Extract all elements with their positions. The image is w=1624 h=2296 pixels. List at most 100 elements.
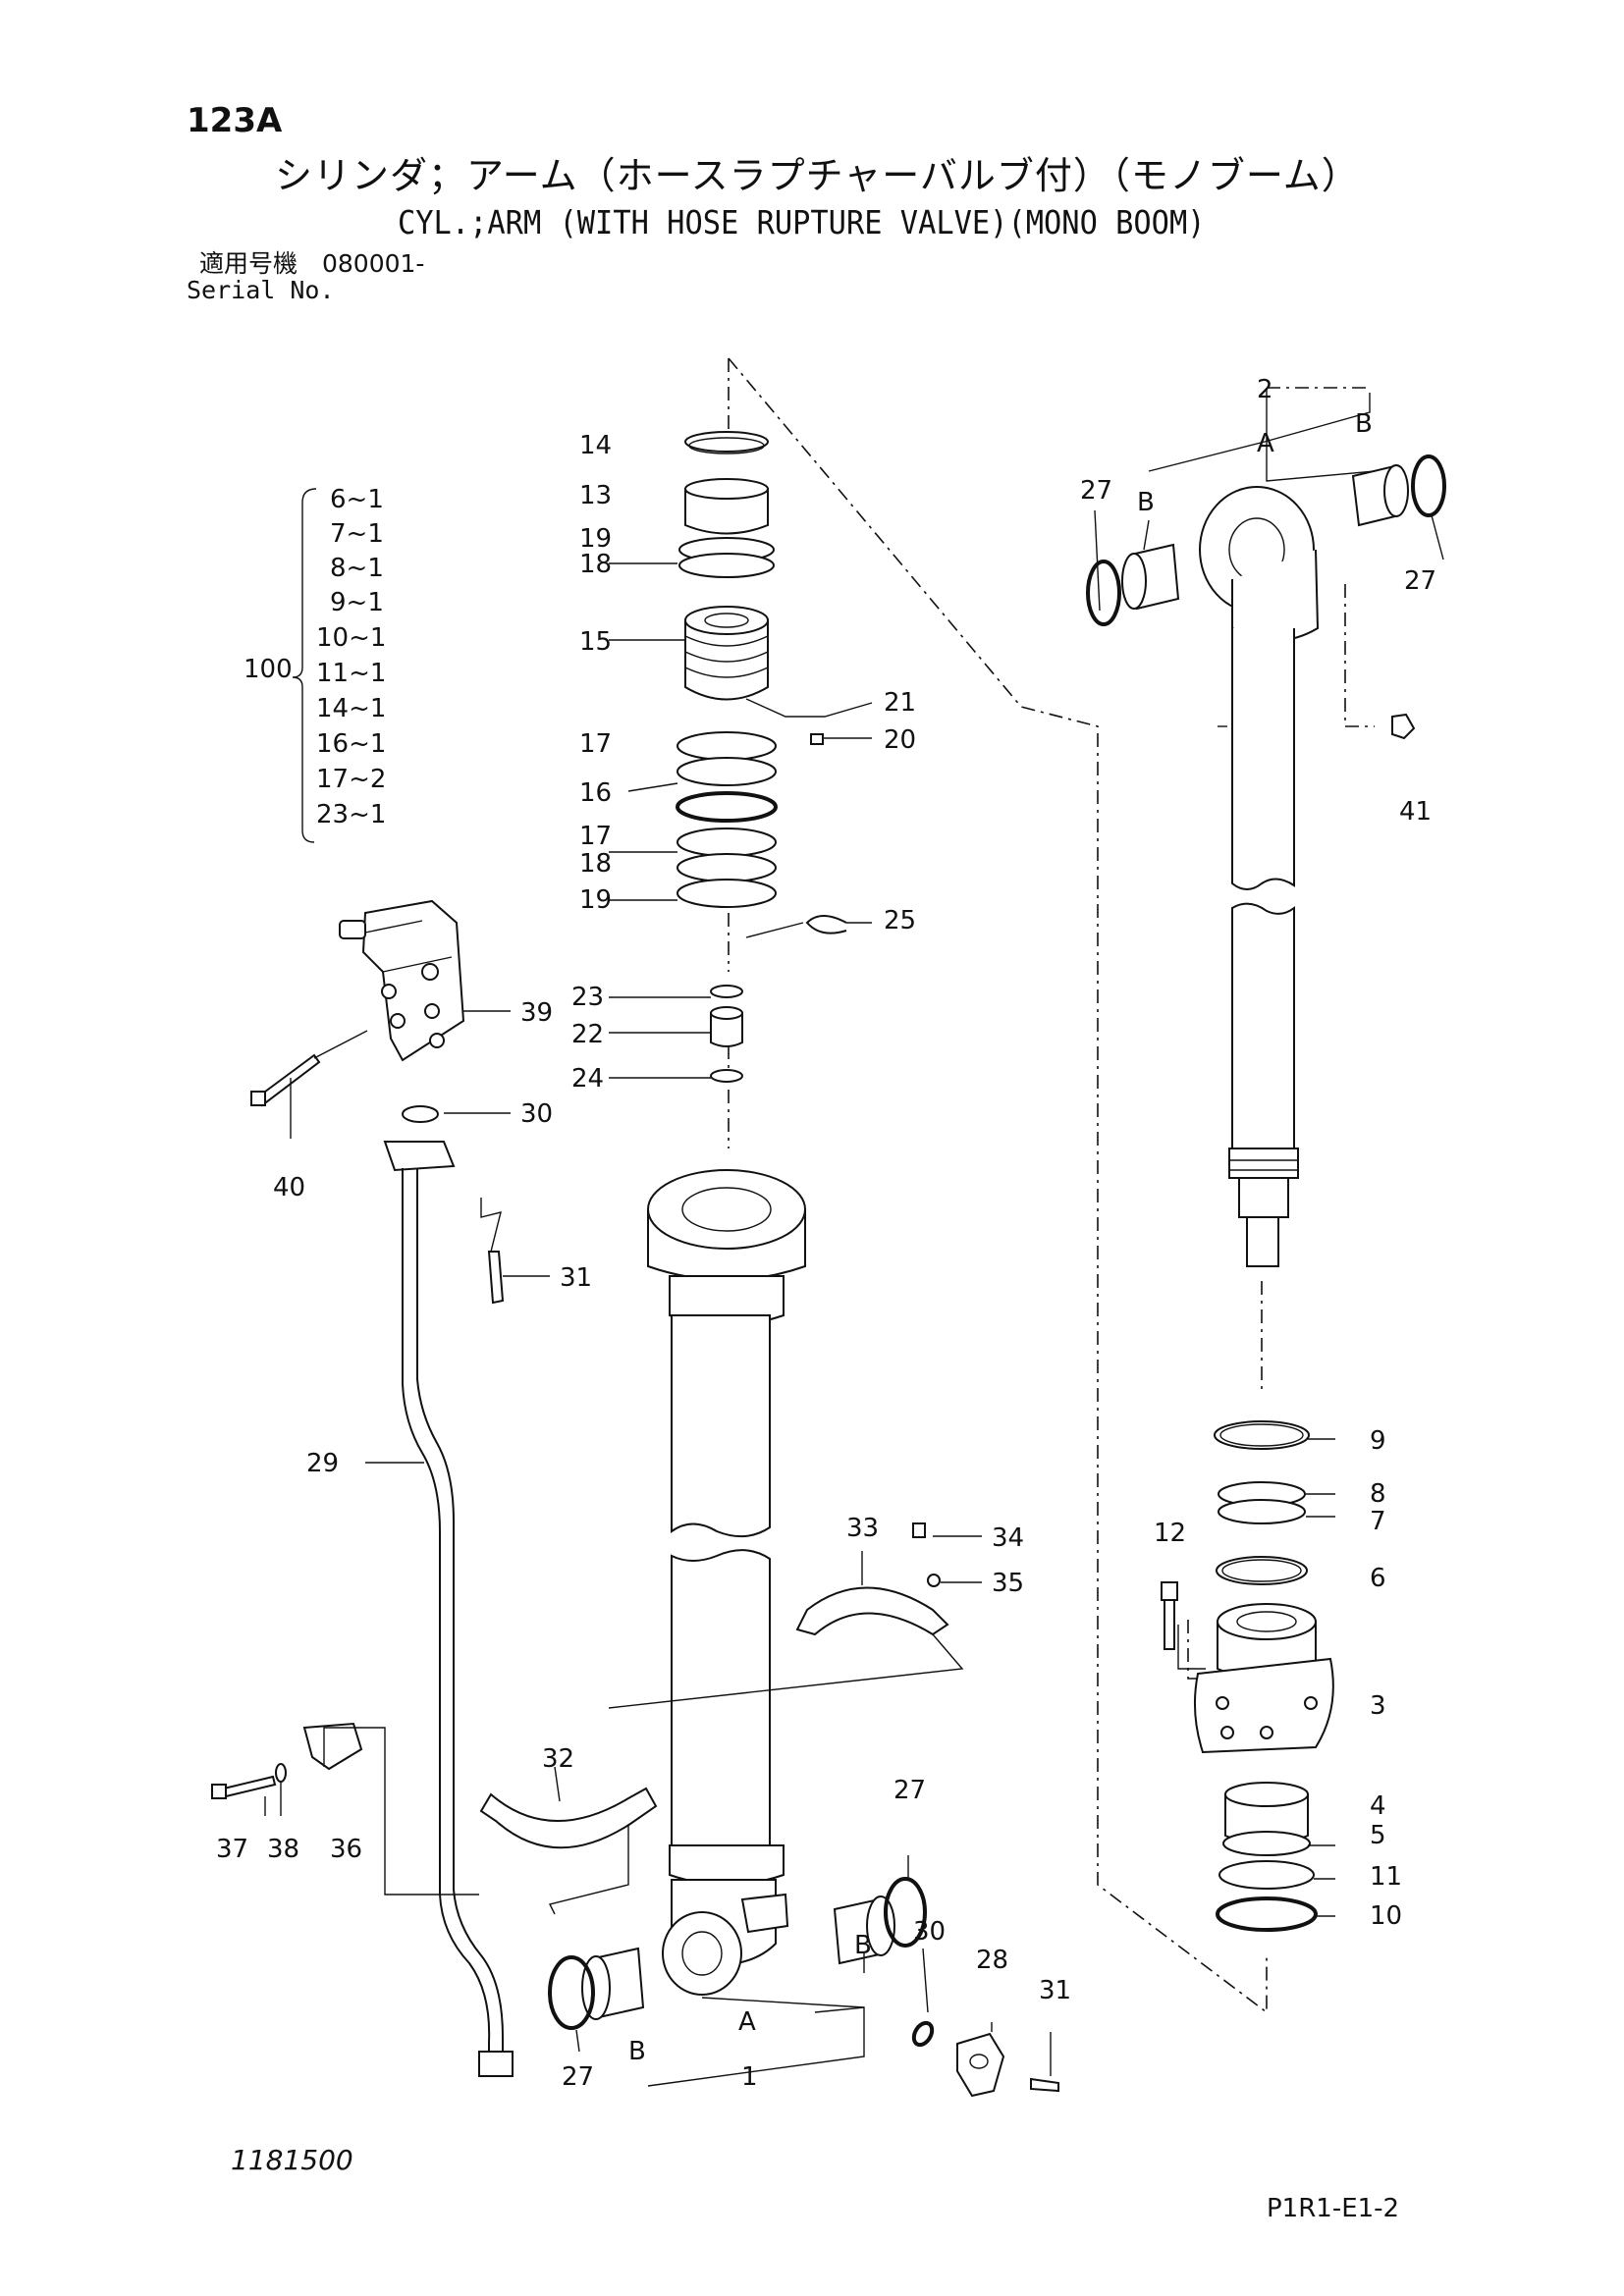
kit-item: 6~1 (330, 485, 384, 514)
bolt-40 (250, 1053, 321, 1107)
bushing-bottom-left (581, 1947, 645, 2020)
serial-label-japanese: 適用号機 080001- (199, 249, 425, 278)
clamp-32 (479, 1787, 658, 1849)
assembly-centerlines (728, 357, 1375, 2014)
ref-letter-a: A (1257, 429, 1274, 458)
ring-24 (710, 1069, 743, 1083)
serial-label-english: Serial No. (187, 276, 335, 304)
callout-23: 23 (571, 983, 604, 1012)
callout-9: 9 (1370, 1426, 1386, 1456)
callout-33: 33 (846, 1514, 879, 1543)
block-36 (302, 1722, 363, 1771)
kit-item: 8~1 (330, 554, 384, 583)
ring-23 (710, 985, 743, 998)
callout-30: 30 (520, 1099, 553, 1129)
ref-letter-a: A (738, 2007, 756, 2037)
page-number: 123A (187, 101, 283, 140)
ring-9 (1214, 1420, 1310, 1450)
seal-rings-17-16-19 (676, 731, 778, 908)
piston-15 (684, 606, 769, 701)
drawing-id: 1181500 (231, 2144, 353, 2176)
dust-seal-27-bottom-right (884, 1877, 927, 1948)
hose-rupture-valve-39 (339, 899, 465, 1062)
seal-kit-list: 100 6~1 7~1 8~1 9~1 10~1 11~1 14~1 16~1 … (244, 485, 386, 843)
callout-18: 18 (579, 849, 612, 879)
rings-19-18 (678, 537, 775, 578)
callout-17: 17 (579, 729, 612, 759)
callout-40: 40 (273, 1173, 305, 1202)
callout-35: 35 (992, 1569, 1024, 1598)
callout-19: 19 (579, 524, 612, 554)
cylinder-head-3 (1193, 1603, 1334, 1754)
callout-27: 27 (1404, 566, 1436, 596)
ref-letter-b: B (1355, 409, 1373, 439)
bushing-13 (684, 478, 769, 535)
title-japanese: シリンダ；アーム（ホースラプチャーバルブ付）（モノブーム） (275, 154, 1360, 197)
callout-27: 27 (893, 1776, 926, 1805)
rod-eye-2 (1199, 486, 1320, 642)
callout-38: 38 (267, 1835, 299, 1864)
callout-30: 30 (913, 1917, 946, 1947)
callout-19: 19 (579, 885, 612, 915)
dust-seal-27-rod-left (1086, 560, 1121, 626)
callout-27: 27 (1080, 476, 1112, 506)
ring-6 (1216, 1556, 1308, 1585)
callout-27: 27 (562, 2062, 594, 2092)
callout-28: 28 (976, 1946, 1008, 1975)
callout-6: 6 (1370, 1564, 1386, 1593)
cylinder-tube-1 (647, 1169, 806, 1996)
ref-letter-b: B (628, 2037, 646, 2066)
snap-ring-25 (805, 915, 847, 934)
callout-20: 20 (884, 725, 916, 755)
callout-41: 41 (1399, 797, 1432, 827)
callout-7: 7 (1370, 1507, 1386, 1536)
callout-36: 36 (330, 1835, 362, 1864)
callout-29: 29 (306, 1449, 339, 1478)
bushing-rod-left (1121, 543, 1180, 611)
callout-2: 2 (1257, 375, 1273, 404)
callout-21: 21 (884, 688, 916, 718)
callout-32: 32 (542, 1744, 574, 1774)
callout-24: 24 (571, 1064, 604, 1094)
cushion-bearing-22 (710, 1006, 743, 1047)
piston-rod (1228, 628, 1299, 1267)
callout-1: 1 (741, 2062, 758, 2092)
kit-item: 9~1 (330, 588, 384, 617)
washer-38 (275, 1763, 287, 1783)
callout-34: 34 (992, 1523, 1024, 1553)
rings-8-7 (1218, 1481, 1306, 1524)
title-english: CYL.;ARM (WITH HOSE RUPTURE VALVE)(MONO … (398, 203, 1206, 241)
callout-12: 12 (1154, 1519, 1186, 1548)
callout-15: 15 (579, 627, 612, 657)
callout-13: 13 (579, 481, 612, 510)
kit-label: 100 (244, 655, 293, 684)
callout-31: 31 (560, 1263, 592, 1293)
kit-item: 14~1 (316, 694, 386, 723)
callout-14: 14 (579, 431, 612, 460)
kit-item: 11~1 (316, 659, 386, 688)
kit-item: 7~1 (330, 519, 384, 549)
callout-11: 11 (1370, 1862, 1402, 1892)
o-ring-30-bottom (911, 2020, 935, 2048)
bolt-37 (211, 1775, 277, 1799)
bolt-31-top (487, 1251, 505, 1305)
callout-22: 22 (571, 1020, 604, 1049)
kit-item: 10~1 (316, 623, 386, 653)
callout-16: 16 (579, 778, 612, 808)
callout-17: 17 (579, 822, 612, 851)
callout-39: 39 (520, 998, 553, 1028)
bolt-31-bottom (1030, 2077, 1059, 2093)
callout-18: 18 (579, 550, 612, 579)
bushing-bottom-right (833, 1896, 895, 1965)
set-screw-20 (810, 733, 824, 745)
reference-letters: A B B A B B (628, 409, 1373, 2066)
kit-item: 23~1 (316, 800, 386, 829)
seals-4-5-11-10 (1216, 1782, 1318, 1932)
bolt-12 (1161, 1581, 1178, 1650)
kit-item: 17~2 (316, 765, 386, 794)
callout-37: 37 (216, 1835, 248, 1864)
ref-letter-b: B (1137, 488, 1155, 517)
leader-lines (264, 388, 1444, 2087)
callout-5: 5 (1370, 1821, 1386, 1850)
